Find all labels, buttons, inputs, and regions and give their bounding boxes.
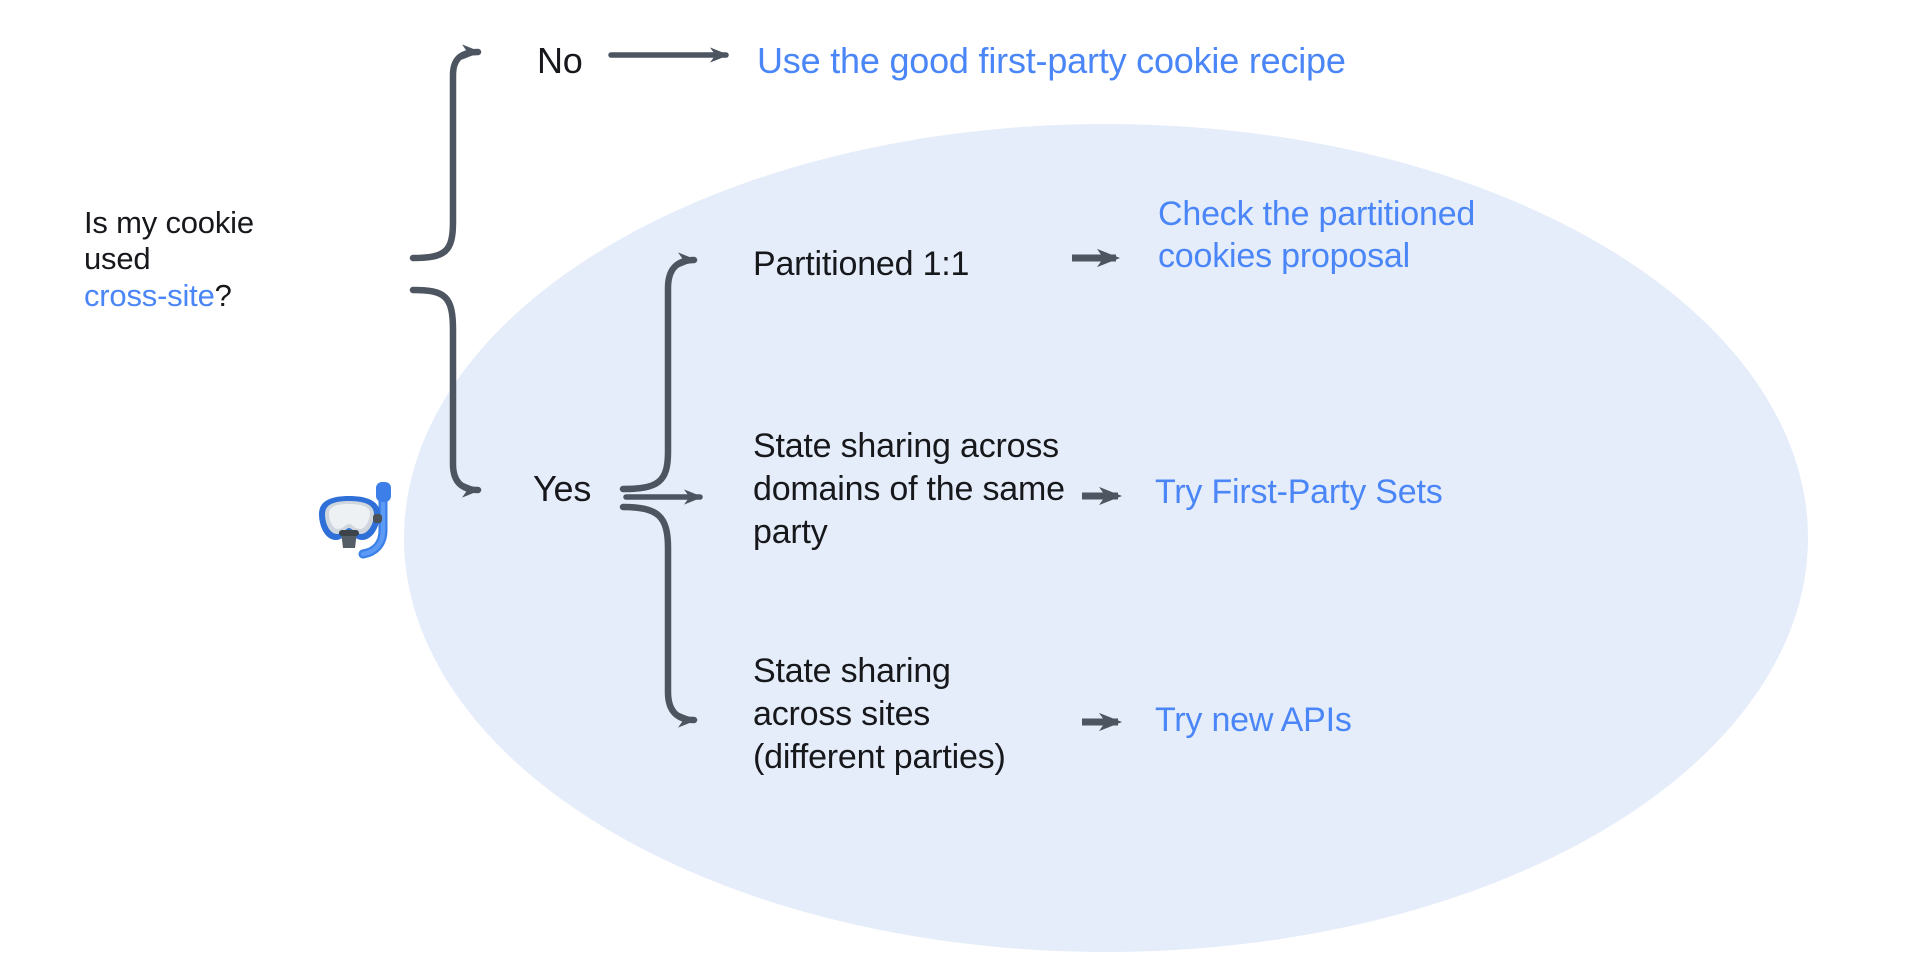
question-line-1: Is my cookie [84, 205, 254, 240]
arrow-question-to-no [409, 44, 482, 262]
cross-site-highlight-ellipse [404, 124, 1808, 952]
answer-no-label: No [537, 40, 583, 81]
answer-yes-label: Yes [533, 468, 592, 509]
branch-state-sharing-domains-label: State sharing across domains of the same… [753, 427, 1065, 551]
branch-state-sharing-sites-label: State sharing across sites (different pa… [753, 652, 1006, 776]
question-accent-cross-site: cross-site [84, 277, 215, 313]
link-first-party-sets[interactable]: Try First-Party Sets [1155, 473, 1443, 511]
question-text: Is my cookie used cross-site? [84, 205, 374, 314]
link-partitioned-cookies-proposal[interactable]: Check the partitioned cookies proposal [1158, 195, 1476, 275]
link-first-party-cookie-recipe[interactable]: Use the good first-party cookie recipe [757, 40, 1346, 81]
question-suffix: ? [214, 277, 232, 313]
branch-partitioned-label: Partitioned 1:1 [753, 245, 970, 283]
link-new-apis[interactable]: Try new APIs [1155, 701, 1352, 739]
question-line-2: used [84, 241, 151, 277]
diving-mask-icon [319, 482, 391, 559]
